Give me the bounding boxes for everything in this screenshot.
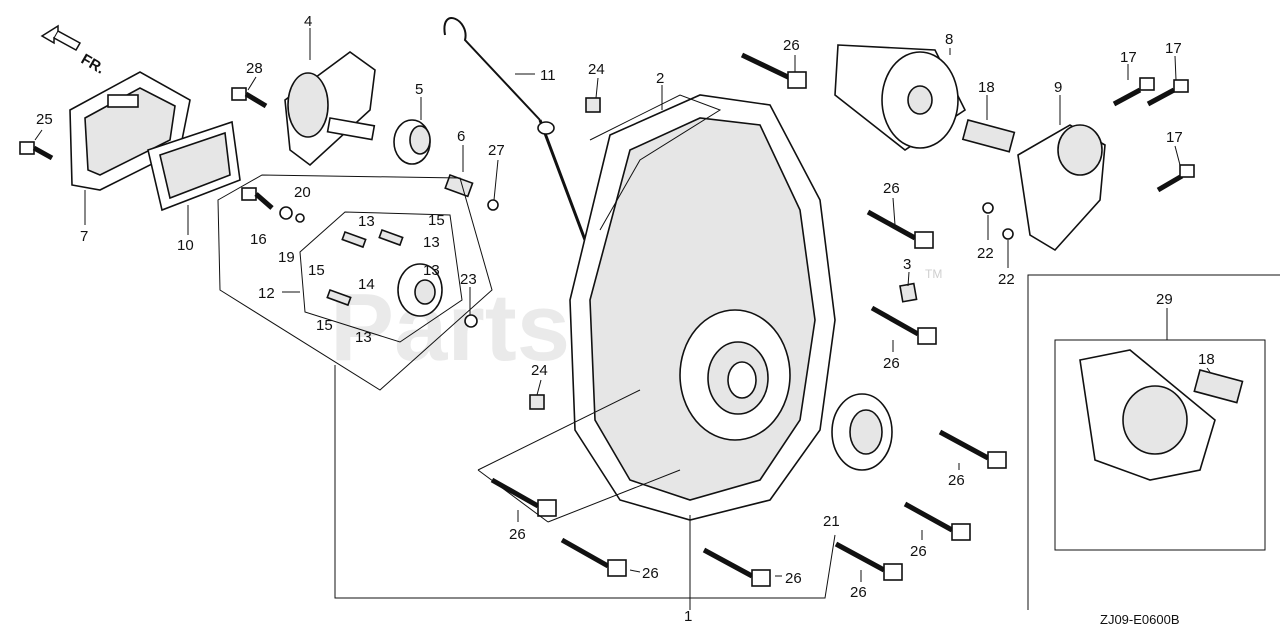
- callout-17-b[interactable]: 17: [1165, 40, 1182, 57]
- part-21-oil-seal[interactable]: [831, 393, 893, 471]
- callout-26-i[interactable]: 26: [509, 526, 526, 543]
- part-11-dipstick[interactable]: [443, 17, 587, 241]
- part-20-o-ring[interactable]: [295, 213, 305, 223]
- callout-26-f[interactable]: 26: [850, 584, 867, 601]
- callout-19[interactable]: 19: [278, 249, 295, 266]
- callout-7[interactable]: 7: [80, 228, 88, 245]
- part-5-weight[interactable]: [393, 119, 431, 165]
- part-2-gasket[interactable]: [589, 94, 722, 231]
- callout-24-a[interactable]: 24: [588, 61, 605, 78]
- part-24-dowel-pin-lower[interactable]: [529, 394, 545, 410]
- callout-5[interactable]: 5: [415, 81, 423, 98]
- trademark: TM: [925, 267, 942, 281]
- callout-3[interactable]: 3: [903, 256, 911, 273]
- callout-26-a[interactable]: 26: [783, 37, 800, 54]
- callout-15-a[interactable]: 15: [428, 212, 445, 229]
- callout-20[interactable]: 20: [294, 184, 311, 201]
- part-22-washer-b[interactable]: [1002, 228, 1014, 240]
- oil-pump-subgroup-outline: [299, 211, 463, 343]
- callout-27[interactable]: 27: [488, 142, 505, 159]
- callout-14[interactable]: 14: [358, 276, 375, 293]
- callout-12[interactable]: 12: [258, 285, 275, 302]
- callout-29[interactable]: 29: [1156, 291, 1173, 308]
- part-28-bolt[interactable]: [231, 87, 268, 109]
- inset-frame: [1027, 274, 1280, 610]
- callout-22-b[interactable]: 22: [998, 271, 1015, 288]
- callout-15-b[interactable]: 15: [308, 262, 325, 279]
- callout-4[interactable]: 4: [304, 13, 312, 30]
- part-4-governor-gear[interactable]: [284, 51, 376, 167]
- callout-16[interactable]: 16: [250, 231, 267, 248]
- callout-26-h[interactable]: 26: [642, 565, 659, 582]
- part-22-washer[interactable]: [982, 202, 994, 214]
- part-7-breather-cover[interactable]: [69, 71, 191, 191]
- callout-2[interactable]: 2: [656, 70, 664, 87]
- callout-22-a[interactable]: 22: [977, 245, 994, 262]
- callout-17-c[interactable]: 17: [1166, 129, 1183, 146]
- callout-13-b[interactable]: 13: [423, 234, 440, 251]
- part-1-crankcase-cover[interactable]: [569, 94, 836, 521]
- callout-18-b[interactable]: 18: [1198, 351, 1215, 368]
- part-3-plug[interactable]: [899, 282, 918, 303]
- part-18-stud[interactable]: [961, 119, 1016, 153]
- callout-13-d[interactable]: 13: [355, 329, 372, 346]
- front-direction-label: FR.: [78, 51, 107, 78]
- callout-26-b[interactable]: 26: [883, 180, 900, 197]
- callout-9[interactable]: 9: [1054, 79, 1062, 96]
- inset-box-29: [1054, 339, 1266, 551]
- callout-21[interactable]: 21: [823, 513, 840, 530]
- part-6-spring[interactable]: [444, 173, 474, 198]
- callout-13-c[interactable]: 13: [423, 262, 440, 279]
- oil-pump-group-outline: [217, 174, 493, 391]
- callout-26-c[interactable]: 26: [883, 355, 900, 372]
- part-17-bolt[interactable]: [1112, 77, 1195, 193]
- part-9-oil-filter-base[interactable]: [1017, 124, 1106, 252]
- callout-17-a[interactable]: 17: [1120, 49, 1137, 66]
- leader-lines: [34, 28, 1211, 610]
- callout-25[interactable]: 25: [36, 111, 53, 128]
- callout-15-c[interactable]: 15: [316, 317, 333, 334]
- part-10-breather-gasket[interactable]: [147, 120, 241, 212]
- diagram-code: ZJ09-E0600B: [1100, 612, 1180, 627]
- front-direction-arrow-icon: [40, 24, 82, 52]
- callout-24-b[interactable]: 24: [531, 362, 548, 379]
- part-26-bolts[interactable]: [490, 52, 1007, 587]
- part-23-o-ring[interactable]: [464, 314, 478, 328]
- part-14-oil-pump-rotor[interactable]: [397, 263, 443, 317]
- callout-26-d[interactable]: 26: [948, 472, 965, 489]
- callout-labels: 1 2 3 4 5 6 7 8 9 10 11 12 13 13 13 13 1…: [36, 13, 1215, 625]
- part-16-bolt[interactable]: [241, 187, 274, 210]
- callout-18-a[interactable]: 18: [978, 79, 995, 96]
- callout-23[interactable]: 23: [460, 271, 477, 288]
- part-27-ball[interactable]: [487, 199, 499, 211]
- part-8-oil-filter[interactable]: [834, 44, 967, 151]
- callout-11[interactable]: 11: [540, 67, 556, 84]
- part-25-bolt[interactable]: [19, 141, 54, 161]
- callout-26-e[interactable]: 26: [910, 543, 927, 560]
- part-24-dowel-pin[interactable]: [585, 97, 601, 113]
- callout-26-g[interactable]: 26: [785, 570, 802, 587]
- callout-6[interactable]: 6: [457, 128, 465, 145]
- callout-13-a[interactable]: 13: [358, 213, 375, 230]
- callout-1[interactable]: 1: [684, 608, 692, 625]
- part-29-oil-filter-base-assembly[interactable]: [1079, 349, 1244, 481]
- callout-8[interactable]: 8: [945, 31, 953, 48]
- callout-10[interactable]: 10: [177, 237, 194, 254]
- part-19-washer[interactable]: [279, 206, 293, 220]
- callout-28[interactable]: 28: [246, 60, 263, 77]
- part-13-pin[interactable]: [326, 228, 404, 307]
